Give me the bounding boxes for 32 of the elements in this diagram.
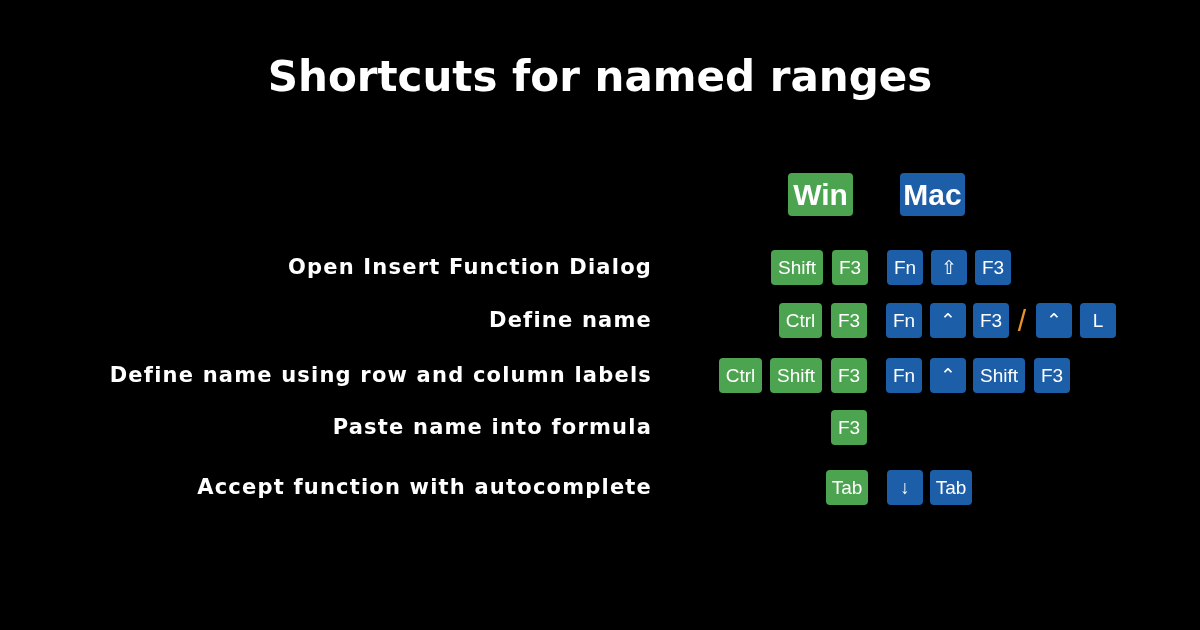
key-cap: Shift xyxy=(771,250,823,285)
key-cap: F3 xyxy=(832,250,868,285)
shortcut-description: Paste name into formula xyxy=(332,414,652,441)
key-cap: F3 xyxy=(831,410,867,445)
key-cap: Fn xyxy=(887,250,923,285)
key-cap: L xyxy=(1080,303,1116,338)
key-cap: ⌃ xyxy=(930,358,966,393)
key-cap: ⌃ xyxy=(930,303,966,338)
key-cap: Shift xyxy=(770,358,822,393)
key-cap: Tab xyxy=(930,470,972,505)
key-cap: F3 xyxy=(831,358,867,393)
key-cap: ⌃ xyxy=(1036,303,1072,338)
shortcut-description: Define name xyxy=(489,307,652,334)
key-cap: F3 xyxy=(1034,358,1070,393)
key-cap: Fn xyxy=(886,303,922,338)
key-cap: ↓ xyxy=(887,470,923,505)
key-cap: Ctrl xyxy=(719,358,762,393)
shortcut-description: Accept function with autocomplete xyxy=(197,474,652,501)
key-cap: F3 xyxy=(975,250,1011,285)
title: Shortcuts for named ranges xyxy=(266,52,934,101)
shortcut-description: Define name using row and column labels xyxy=(109,362,652,389)
key-cap: Ctrl xyxy=(779,303,822,338)
key-cap: F3 xyxy=(831,303,867,338)
key-cap: Fn xyxy=(886,358,922,393)
key-cap: Tab xyxy=(826,470,868,505)
platform-badge: Win xyxy=(788,173,853,216)
platform-badge: Mac xyxy=(900,173,965,216)
shortcut-description: Open Insert Function Dialog xyxy=(287,254,652,281)
separator-slash: / xyxy=(1016,303,1028,338)
key-cap: F3 xyxy=(973,303,1009,338)
key-cap: Shift xyxy=(973,358,1025,393)
key-cap: ⇧ xyxy=(931,250,967,285)
